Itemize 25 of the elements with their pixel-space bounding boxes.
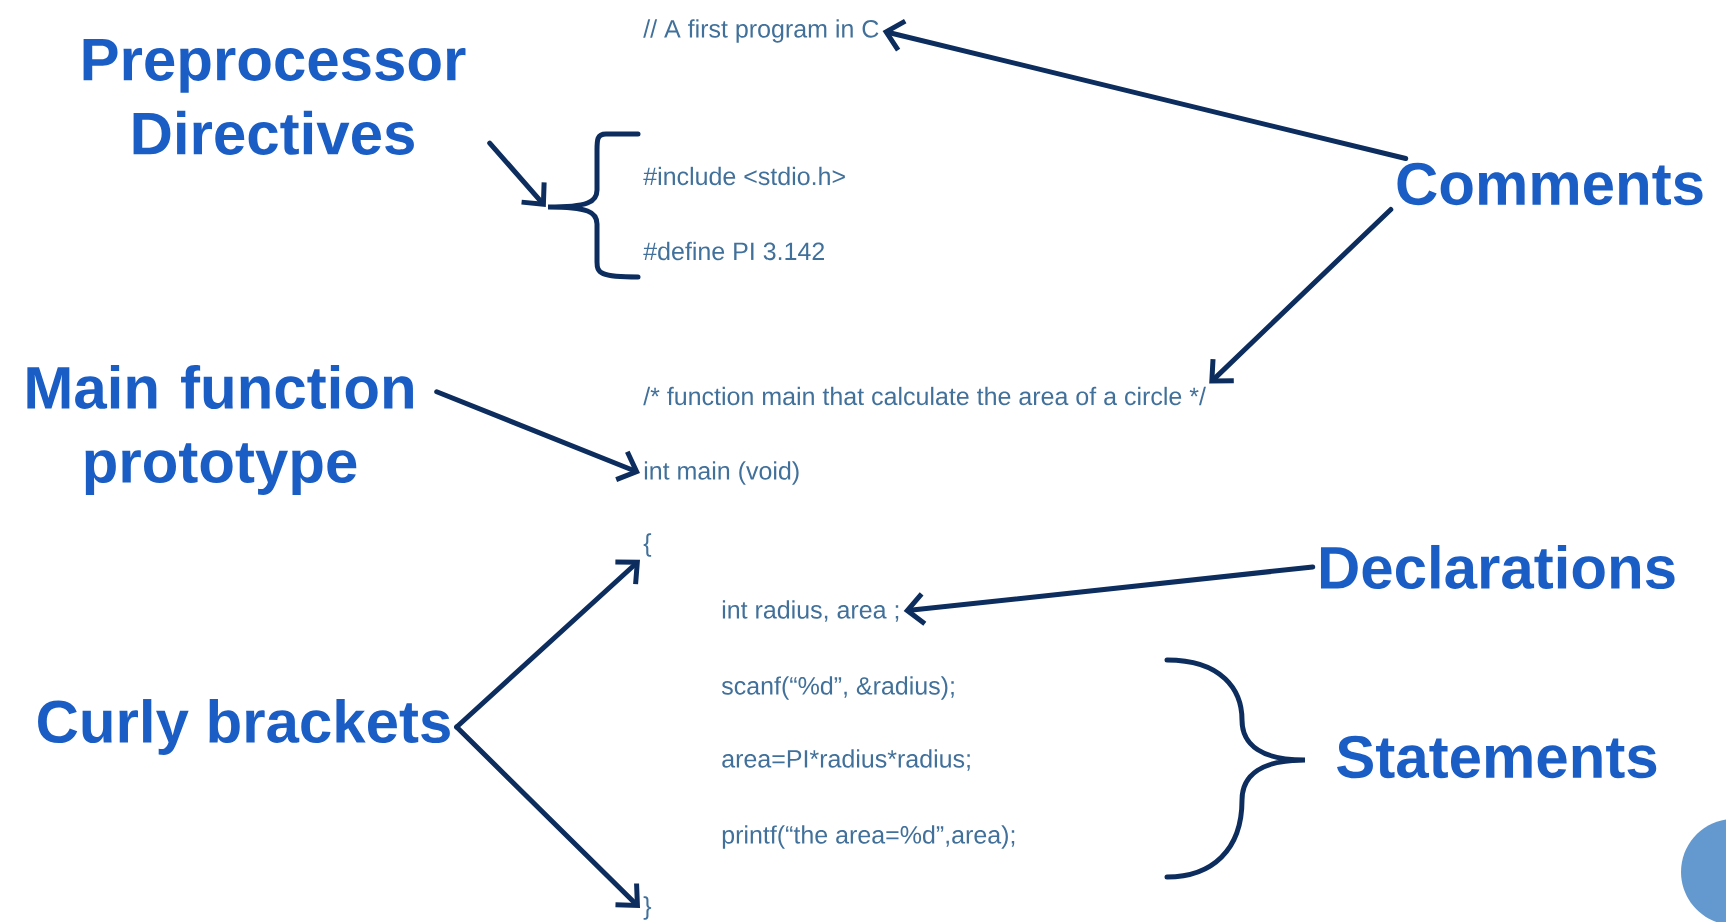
code-line: { [643,533,652,557]
code-line: // A first program in C [643,19,879,43]
callout-label: Preprocessor Directives [83,39,466,155]
code-line: printf(“the area=%d”,area); [722,825,1015,849]
arrow [454,724,640,908]
arrow [487,140,547,207]
code-line: } [643,896,652,920]
code-line: int radius, area ; [722,600,899,622]
arrow [903,564,1316,626]
code-line: int main (void) [644,461,799,485]
code-line: #include <stdio.h> [643,166,845,186]
callout-label: Main function prototype [27,365,413,495]
arrow [882,18,1409,162]
callout-label: Comments [1397,162,1703,206]
brace [545,131,641,280]
callout-label: Curly brackets [38,699,450,755]
code-line: /* function main that calculate the area of a circle */ [643,386,1206,406]
arrow [454,559,640,730]
arrow [434,389,640,482]
code-line: #define PI 3.142 [643,241,824,261]
callout-label: Statements [1337,735,1657,779]
callout-label: Declarations [1320,544,1675,589]
code-line: area=PI*radius*radius; [722,749,970,771]
code-line: scanf(“%d”, &radius); [721,676,954,700]
arrow [1209,206,1394,384]
